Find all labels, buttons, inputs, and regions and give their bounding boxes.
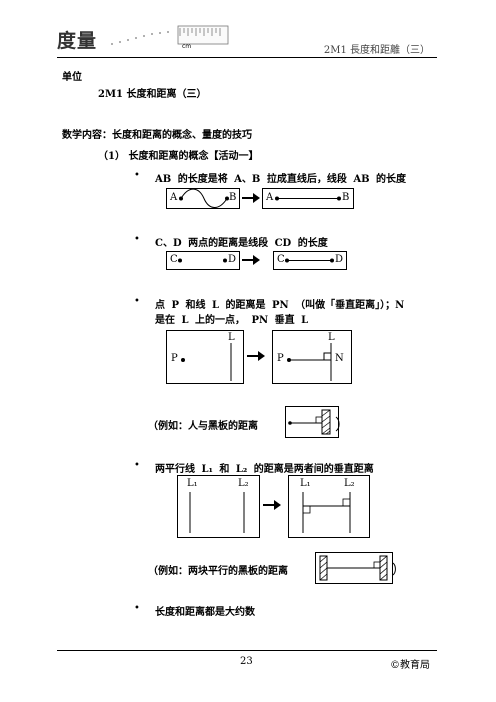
example-2-text: （例如：两块平行的黑板的距离 bbox=[148, 566, 288, 577]
bullet-3-text-line2: 是在 L 上的一点， PN 垂直 L bbox=[155, 315, 309, 326]
ruler-icon bbox=[111, 25, 229, 45]
bullet-5-symbol: • bbox=[134, 603, 140, 614]
section-heading: （1） 长度和距离的概念【活动一】 bbox=[98, 151, 259, 162]
diagram-point-line: L P bbox=[166, 330, 244, 384]
label-l1: L₁ bbox=[187, 478, 198, 489]
label-l1: L₁ bbox=[300, 478, 311, 489]
label-d: D bbox=[335, 254, 344, 265]
label-l2: L₂ bbox=[238, 478, 249, 489]
diagram-perpendicular: L P N bbox=[272, 330, 352, 384]
content-heading: 数学内容：长度和距离的概念、量度的技巧 bbox=[62, 130, 252, 141]
arrow-right-icon bbox=[242, 193, 260, 203]
label-l2: L₂ bbox=[344, 478, 355, 489]
unit-label: 单位 bbox=[62, 72, 82, 83]
ruler-unit: cm bbox=[182, 43, 192, 50]
bullet-2-symbol: • bbox=[134, 234, 140, 245]
bullet-4-symbol: • bbox=[134, 460, 140, 471]
diagram-parallel-distance: L₁ L₂ bbox=[288, 475, 370, 538]
diagram-ab-curve: A B bbox=[166, 188, 240, 209]
label-p: P bbox=[277, 353, 284, 364]
header-right-title: 2M1 長度和距離（三） bbox=[323, 45, 430, 56]
label-n: N bbox=[335, 353, 344, 364]
label-l: L bbox=[228, 332, 235, 343]
label-a: A bbox=[266, 192, 274, 203]
bullet-5-text: 长度和距离都是大约数 bbox=[155, 607, 255, 618]
arrow-right-icon bbox=[242, 255, 260, 265]
example-1-text: （例如：人与黑板的距离 bbox=[148, 421, 258, 432]
label-b: B bbox=[342, 192, 350, 203]
page-number: 23 bbox=[240, 656, 253, 667]
arrow-right-icon bbox=[263, 500, 281, 510]
bullet-2-text: C、D 两点的距离是线段 CD 的长度 bbox=[155, 238, 328, 249]
bullet-1-text: AB 的长度是将 A、B 拉成直线后，线段 AB 的长度 bbox=[155, 174, 407, 185]
diagram-person-board bbox=[285, 406, 340, 438]
label-b: B bbox=[229, 192, 237, 203]
arrow-right-icon bbox=[247, 351, 265, 361]
bullet-3-text: 点 P 和线 L 的距离是 PN （叫做「垂直距离」）；N bbox=[155, 300, 405, 311]
diagram-ab-straight: A B bbox=[262, 188, 354, 209]
unit-title: 2M1 长度和距离（三） bbox=[98, 89, 207, 100]
footer-copyright: ©教育局 bbox=[390, 660, 430, 671]
bullet-3-symbol: • bbox=[134, 296, 140, 307]
bullet-1-symbol: • bbox=[134, 170, 140, 181]
diagram-cd-points: C D bbox=[166, 251, 240, 270]
label-c: C bbox=[170, 254, 178, 265]
diagram-cd-segment: C D bbox=[273, 251, 347, 270]
label-d: D bbox=[228, 254, 237, 265]
label-c: C bbox=[277, 254, 285, 265]
label-l: L bbox=[328, 332, 335, 343]
label-a: A bbox=[170, 192, 178, 203]
diagram-parallel-boards bbox=[315, 552, 396, 584]
header-logo-text: 度量 bbox=[57, 30, 98, 52]
header-rule bbox=[57, 57, 437, 58]
footer-rule bbox=[57, 650, 437, 651]
label-p: P bbox=[171, 353, 178, 364]
diagram-parallel-lines: L₁ L₂ bbox=[177, 475, 260, 538]
bullet-4-text: 两平行线 L₁ 和 L₂ 的距离是两者间的垂直距离 bbox=[155, 464, 374, 475]
